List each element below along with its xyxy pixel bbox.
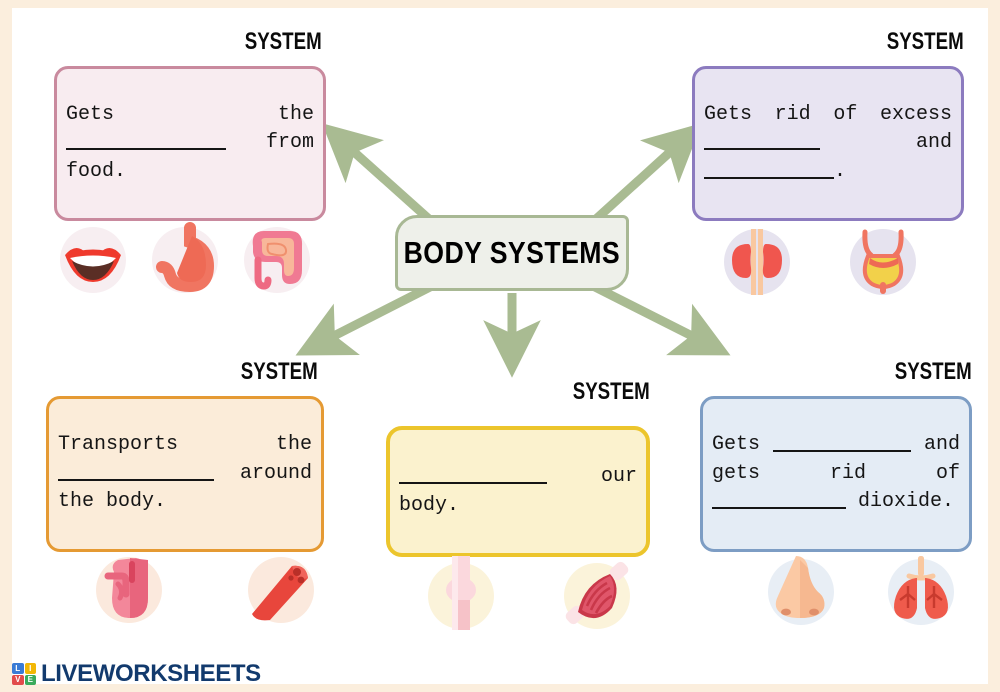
arrow-to-respiratory	[592, 282, 731, 356]
digestive-sentence: Gets the from food.	[57, 101, 323, 186]
blood-vessel-icon	[244, 550, 318, 624]
circulatory-system-label: SYSTEM	[241, 358, 318, 385]
system-group-digestive: SYSTEM Gets the from food.	[54, 30, 326, 298]
circulatory-icons	[92, 550, 318, 624]
blank-line[interactable]	[66, 148, 226, 151]
musculoskeletal-system-label: SYSTEM	[573, 378, 650, 405]
sentence-part: Transports the	[58, 433, 312, 457]
logo-tile-i: I	[24, 663, 36, 674]
muscle-icon	[560, 556, 634, 630]
blank-line[interactable]	[712, 507, 846, 510]
liveworksheets-brand-text: LIVEWORKSHEETS	[41, 660, 261, 687]
respiratory-text-box[interactable]: Gets and gets rid of dioxide.	[700, 396, 972, 552]
sentence-part: dioxide.	[858, 490, 955, 514]
digestive-text-box[interactable]: Gets the from food.	[54, 66, 326, 221]
excretory-text-box[interactable]: Gets rid of excess and .	[692, 66, 964, 221]
sentence-part: Gets rid of excess	[704, 102, 952, 126]
heart-icon	[92, 550, 166, 624]
circulatory-text-box[interactable]: Transports the around the body.	[46, 396, 324, 552]
intestines-icon	[240, 220, 314, 294]
digestive-icons	[56, 220, 314, 294]
excretory-icons	[720, 222, 920, 296]
bone-icon	[424, 556, 498, 630]
system-group-musculoskeletal: SYSTEM our body.	[374, 380, 650, 640]
nose-icon	[764, 552, 838, 626]
logo-tile-e: E	[24, 674, 36, 685]
arrow-layer	[295, 123, 731, 378]
excretory-system-label: SYSTEM	[887, 28, 964, 55]
mouth-icon	[56, 220, 130, 294]
sentence-part: and	[915, 131, 952, 155]
respiratory-system-label: SYSTEM	[895, 358, 972, 385]
sentence-part: Gets	[712, 433, 773, 457]
worksheet-page: BODY SYSTEMS SYSTEM Gets the from food.	[12, 8, 988, 684]
excretory-sentence: Gets rid of excess and .	[695, 101, 961, 186]
arrow-to-excretory	[591, 123, 703, 224]
arrow-to-circulatory	[295, 282, 433, 356]
lungs-icon	[884, 552, 958, 626]
circulatory-sentence: Transports the around the body.	[49, 431, 321, 516]
center-node-body-systems: BODY SYSTEMS	[395, 215, 629, 291]
sentence-part: .	[834, 159, 847, 183]
blank-line[interactable]	[704, 148, 820, 151]
digestive-system-label: SYSTEM	[245, 28, 322, 55]
center-node-title: BODY SYSTEMS	[403, 235, 621, 270]
blank-line[interactable]	[704, 176, 834, 179]
bladder-icon	[846, 222, 920, 296]
sentence-part: and gets rid of	[712, 433, 960, 485]
sentence-part: our body.	[399, 465, 637, 517]
system-group-circulatory: SYSTEM Transports the around the body.	[46, 360, 324, 640]
logo-tile-l: L	[12, 663, 24, 674]
blank-line[interactable]	[773, 450, 911, 453]
arrow-to-digestive	[321, 123, 434, 224]
kidneys-icon	[720, 222, 794, 296]
musculoskeletal-sentence: our body.	[390, 463, 646, 520]
sentence-part: around the body.	[58, 461, 312, 514]
respiratory-icons	[764, 552, 958, 626]
logo-tile-v: V	[12, 674, 24, 685]
sentence-part: Gets the	[66, 102, 314, 126]
blank-line[interactable]	[399, 482, 547, 485]
stomach-icon	[148, 220, 222, 294]
system-group-respiratory: SYSTEM Gets and gets rid of dioxide.	[700, 360, 972, 640]
musculoskeletal-text-box[interactable]: our body.	[386, 426, 650, 557]
respiratory-sentence: Gets and gets rid of dioxide.	[703, 431, 969, 516]
system-group-excretory: SYSTEM Gets rid of excess and .	[692, 30, 964, 298]
blank-line[interactable]	[58, 478, 214, 481]
musculoskeletal-icons	[424, 556, 634, 630]
sentence-part: from food.	[66, 131, 314, 183]
